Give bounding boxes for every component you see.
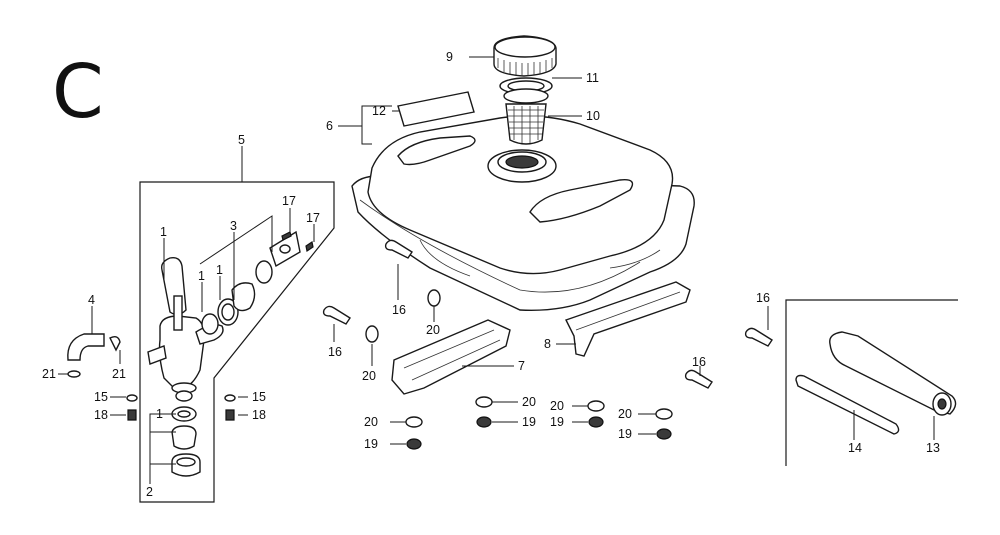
callout-18b: 18 (252, 408, 266, 422)
callout-21a: 21 (42, 367, 56, 381)
leader-lines (58, 56, 935, 484)
filler-cap (493, 35, 557, 77)
callout-15b: 15 (252, 390, 266, 404)
callout-4: 4 (88, 293, 95, 307)
callout-15a: 15 (94, 390, 108, 404)
fuel-strainer (505, 103, 547, 145)
callout-19d: 19 (618, 427, 632, 441)
callout-7: 7 (518, 359, 525, 373)
callout-17a: 17 (282, 194, 296, 208)
callout-10: 10 (586, 109, 600, 123)
callout-20d: 20 (522, 395, 536, 409)
caution-label (397, 91, 475, 127)
callout-16d: 16 (692, 355, 706, 369)
screws-17 (281, 231, 314, 252)
callout-8: 8 (544, 337, 551, 351)
callout-20e: 20 (550, 399, 564, 413)
callout-16b: 16 (328, 345, 342, 359)
callout-6: 6 (326, 119, 333, 133)
callout-13: 13 (926, 441, 940, 455)
sediment-cup-stack (171, 390, 201, 477)
callout-17b: 17 (306, 211, 320, 225)
fuel-tube (67, 333, 121, 378)
fuel-cock-seals (201, 230, 301, 335)
callout-16a: 16 (392, 303, 406, 317)
callout-1b: 1 (198, 269, 205, 283)
fuel-cock-group-frame (139, 181, 335, 503)
callout-12: 12 (372, 104, 386, 118)
cap-gasket (499, 77, 553, 104)
bolts-16 (322, 239, 773, 389)
callout-2: 2 (146, 485, 153, 499)
plug-wrench-13 (829, 331, 957, 416)
callout-19a: 19 (364, 437, 378, 451)
tank-bracket-8 (565, 281, 691, 357)
small-bolts-washers (126, 394, 236, 421)
callout-19b: 19 (522, 415, 536, 429)
callout-9: 9 (446, 50, 453, 64)
callout-21b: 21 (112, 367, 126, 381)
callout-20f: 20 (618, 407, 632, 421)
callout-1c: 1 (216, 263, 223, 277)
callout-3: 3 (230, 219, 237, 233)
handle-bar-14 (795, 374, 900, 435)
tool-group-frame (785, 299, 958, 466)
callout-5: 5 (238, 133, 245, 147)
callout-20a: 20 (426, 323, 440, 337)
callout-11: 11 (586, 71, 599, 85)
callout-16c: 16 (756, 291, 770, 305)
section-letter: C (52, 49, 104, 135)
callout-1d: 1 (156, 407, 163, 421)
fuel-tank (351, 115, 695, 311)
callout-1a: 1 (160, 225, 167, 239)
callout-19c: 19 (550, 415, 564, 429)
callout-18a: 18 (94, 408, 108, 422)
callout-14: 14 (848, 441, 862, 455)
callout-20c: 20 (364, 415, 378, 429)
callout-numbers: 9 11 10 12 6 5 3 17 17 1 1 1 4 21 21 15 … (42, 50, 940, 499)
callout-20b: 20 (362, 369, 376, 383)
